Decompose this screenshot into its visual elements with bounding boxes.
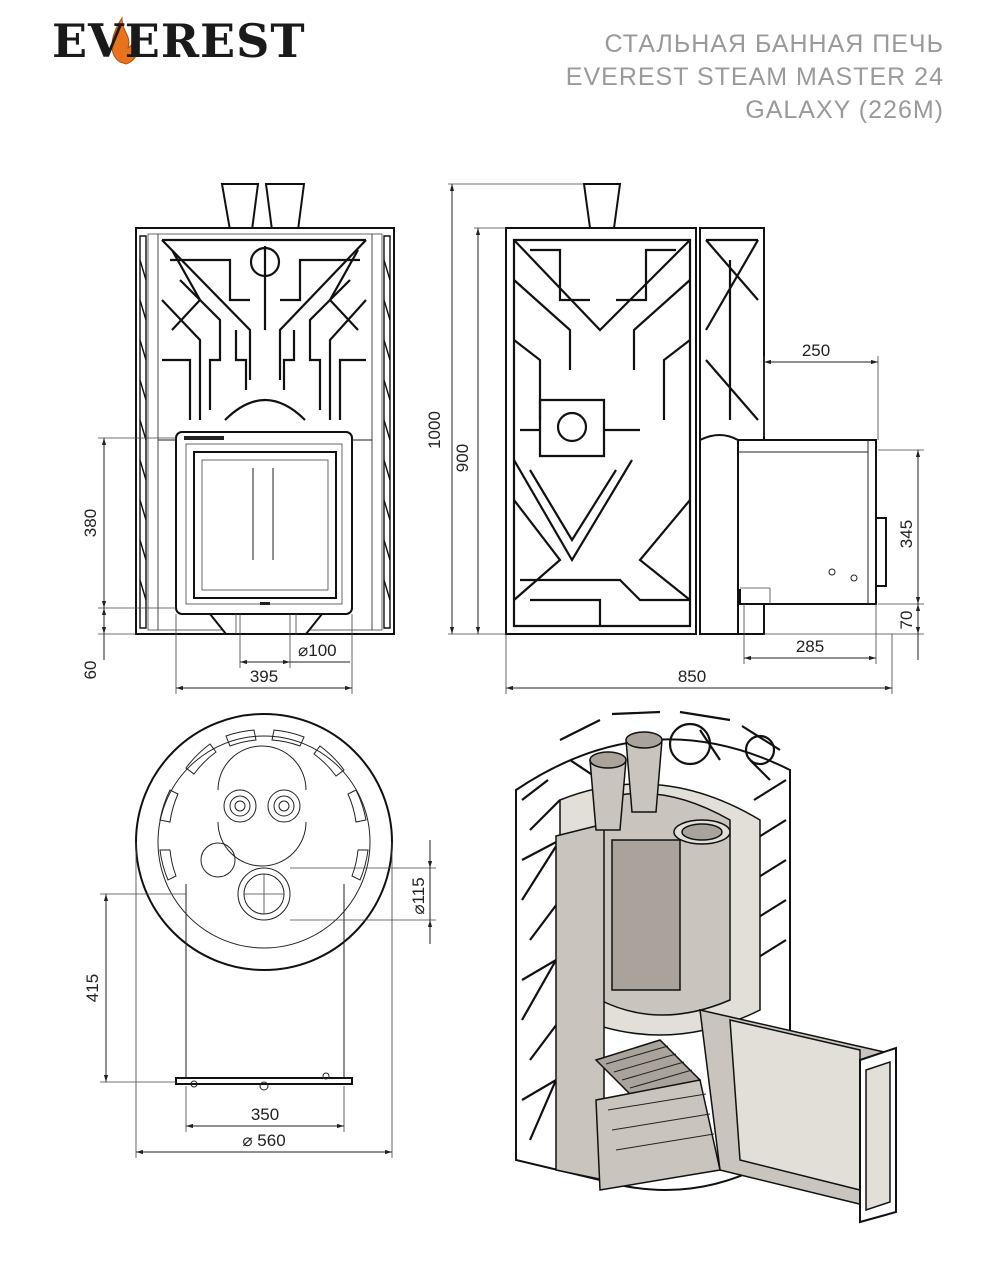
side-tank <box>727 439 877 605</box>
dim-350: 350 <box>251 1105 279 1124</box>
dim-1000: 1000 <box>425 411 444 449</box>
everest-logo: EVEREST <box>52 14 322 74</box>
dim-380: 380 <box>81 509 100 537</box>
top-base-plate <box>175 1077 353 1085</box>
title-line-2: EVEREST STEAM MASTER 24 <box>565 63 944 91</box>
dim-900: 900 <box>453 444 472 472</box>
dim-d115: ⌀115 <box>409 877 428 914</box>
top-outer-ring <box>135 713 393 971</box>
chimney-right <box>264 183 306 231</box>
dim-d560: ⌀ 560 <box>242 1131 285 1150</box>
front-view: 380 60 ⌀100 395 <box>81 183 395 694</box>
logo-wordmark: EVEREST <box>52 14 306 68</box>
side-chimney <box>582 183 622 229</box>
dim-345: 345 <box>897 520 916 548</box>
dim-850: 850 <box>678 667 706 686</box>
top-view: 415 ⌀115 350 ⌀ 560 <box>83 713 436 1158</box>
vent-slots <box>159 729 369 881</box>
dim-285: 285 <box>796 637 824 656</box>
ash-box <box>207 613 325 635</box>
flame-icon <box>111 16 139 65</box>
tank-handle <box>875 517 887 587</box>
dim-d100: ⌀100 <box>298 641 337 660</box>
product-title: СТАЛЬНАЯ БАННАЯ ПЕЧЬ EVEREST STEAM MASTE… <box>566 28 944 127</box>
dim-250: 250 <box>802 341 830 360</box>
dim-60: 60 <box>81 661 100 680</box>
title-line-3: GALAXY (226M) <box>745 96 944 124</box>
door-glass <box>193 451 337 599</box>
side-view: 1000 900 250 345 70 285 850 <box>425 183 924 694</box>
title-line-1: СТАЛЬНАЯ БАННАЯ ПЕЧЬ <box>604 30 944 58</box>
dim-70: 70 <box>897 611 916 630</box>
cutaway-3d-view <box>515 710 897 1224</box>
dim-395: 395 <box>250 667 278 686</box>
chimney-left <box>220 183 260 231</box>
dim-415: 415 <box>83 974 102 1002</box>
